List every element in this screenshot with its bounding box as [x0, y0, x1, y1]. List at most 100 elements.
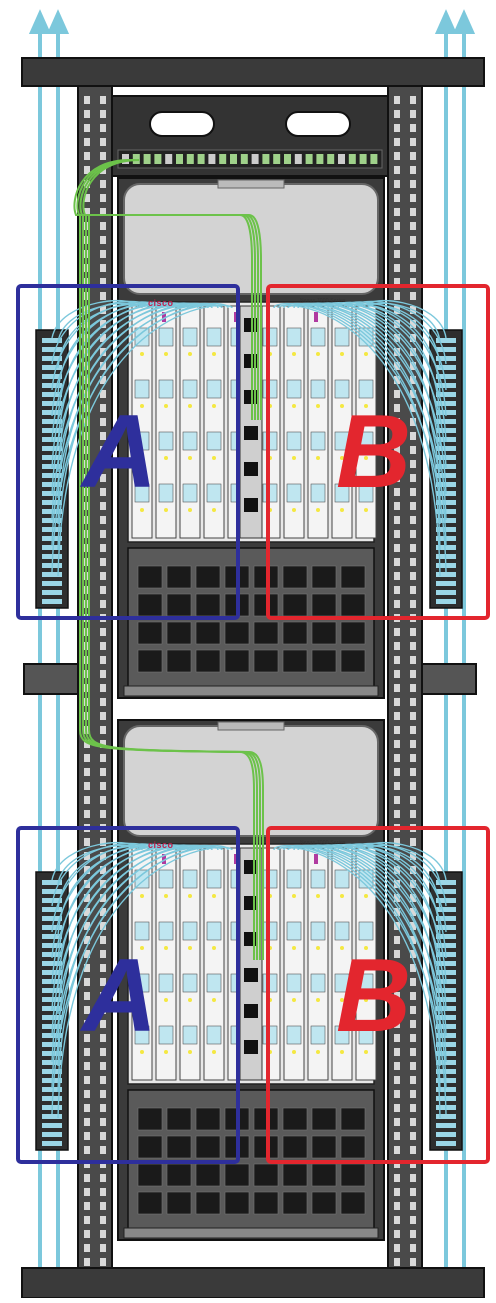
rack-hole: [394, 1188, 400, 1196]
rack-hole: [394, 1118, 400, 1126]
rack-hole: [84, 1062, 90, 1070]
port-block: [159, 328, 173, 346]
psu-grille: [254, 650, 278, 672]
rack-hole: [100, 1076, 106, 1084]
rack-hole: [410, 1216, 416, 1224]
rack-hole: [410, 810, 416, 818]
rack-hole: [394, 236, 400, 244]
cable-manager-slot: [42, 572, 62, 577]
psu-grille: [196, 650, 220, 672]
rack-hole: [100, 642, 106, 650]
port-block: [183, 380, 197, 398]
rack-hole: [100, 670, 106, 678]
port-led: [212, 508, 216, 512]
port-led: [212, 946, 216, 950]
zone-label-lower-a: A: [82, 944, 157, 1048]
rack-hole: [410, 712, 416, 720]
port-led: [292, 894, 296, 898]
port-led: [212, 404, 216, 408]
rack-hole: [84, 1258, 90, 1266]
rack-hole: [84, 1132, 90, 1140]
rack-hole: [100, 558, 106, 566]
rack-hole: [394, 292, 400, 300]
rack-hole: [84, 110, 90, 118]
port-block: [159, 922, 173, 940]
port-block: [335, 328, 349, 346]
rack-hole: [394, 558, 400, 566]
port-led: [188, 998, 192, 1002]
psu-grille: [283, 566, 307, 588]
port-led: [292, 508, 296, 512]
psu-grille: [167, 1164, 191, 1186]
rack-hole: [100, 236, 106, 244]
rack-hole: [100, 292, 106, 300]
port-led: [188, 946, 192, 950]
port-block: [207, 380, 221, 398]
rack-hole: [100, 1230, 106, 1238]
supervisor-port: [244, 1040, 258, 1054]
rack-hole: [410, 684, 416, 692]
port-led: [164, 998, 168, 1002]
port-block: [159, 1026, 173, 1044]
rack-hole: [394, 1076, 400, 1084]
port-led: [188, 894, 192, 898]
rack-hole: [100, 250, 106, 258]
rack-hole: [410, 754, 416, 762]
rack-hole: [84, 838, 90, 846]
psu-grille: [312, 1136, 336, 1158]
rack-hole: [100, 1202, 106, 1210]
panel-port: [306, 154, 313, 164]
rack-hole: [394, 628, 400, 636]
port-block: [207, 922, 221, 940]
chassis-handle: [218, 722, 284, 730]
top-patch-panel: [112, 96, 388, 176]
rack-hole: [394, 110, 400, 118]
cable-manager-slot: [436, 572, 456, 577]
port-led: [212, 456, 216, 460]
psu-grille: [196, 594, 220, 616]
rack-hole: [84, 1202, 90, 1210]
rack-hole: [100, 782, 106, 790]
psu-grille: [341, 594, 365, 616]
module-led: [314, 312, 318, 322]
psu-grille: [254, 1164, 278, 1186]
chassis-top-cover: [124, 726, 378, 836]
port-block: [311, 432, 325, 450]
rack-hole: [394, 642, 400, 650]
rack-hole: [100, 180, 106, 188]
rack-hole: [394, 726, 400, 734]
rack-hole: [410, 656, 416, 664]
psu-grille: [341, 1136, 365, 1158]
rack-hole: [394, 1258, 400, 1266]
rack-hole: [394, 222, 400, 230]
rack-hole: [394, 166, 400, 174]
panel-port: [338, 154, 345, 164]
psu-grille: [196, 622, 220, 644]
rack-hole: [100, 586, 106, 594]
psu-grille: [196, 1192, 220, 1214]
port-block: [183, 432, 197, 450]
rack-hole: [410, 1104, 416, 1112]
cable-manager-slot: [436, 1123, 456, 1128]
rack-hole: [394, 698, 400, 706]
port-led: [164, 456, 168, 460]
port-led: [316, 1050, 320, 1054]
port-led: [292, 946, 296, 950]
port-led: [212, 998, 216, 1002]
rack-hole: [84, 1104, 90, 1112]
rack-hole: [100, 628, 106, 636]
panel-port: [327, 154, 334, 164]
psu-grille: [167, 650, 191, 672]
rack-hole: [410, 530, 416, 538]
rack-hole: [410, 1202, 416, 1210]
cable-manager-slot: [42, 1132, 62, 1137]
port-led: [164, 404, 168, 408]
rack-hole: [410, 1188, 416, 1196]
rack-hole: [394, 796, 400, 804]
rack-hole: [410, 698, 416, 706]
port-led: [164, 508, 168, 512]
psu-grille: [341, 622, 365, 644]
panel-port: [176, 154, 183, 164]
cable-manager-slot: [42, 347, 62, 352]
port-block: [183, 974, 197, 992]
